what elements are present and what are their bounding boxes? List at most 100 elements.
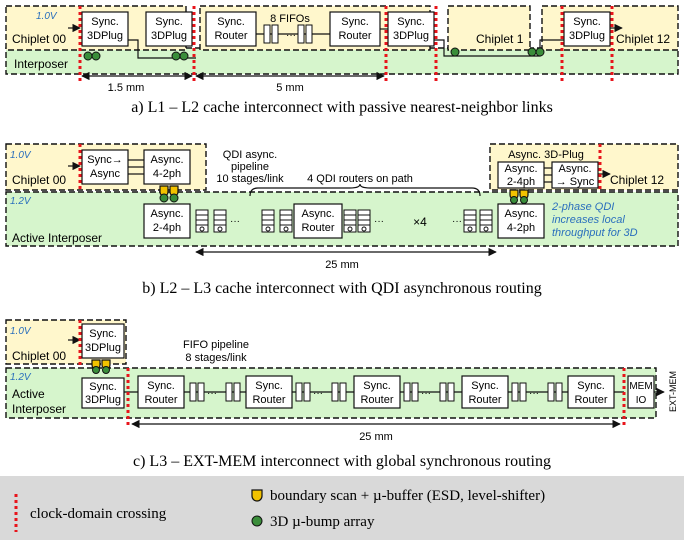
block-label: Async. bbox=[504, 208, 537, 220]
fifo-dots: ··· bbox=[529, 388, 539, 399]
sync-router-2-a bbox=[329, 11, 381, 47]
legend-clock-label: clock-domain crossing bbox=[30, 506, 167, 522]
fifo-label: FIFO pipeline bbox=[183, 339, 249, 351]
async-router-b bbox=[293, 203, 343, 239]
sync-async-b bbox=[81, 149, 129, 185]
caption-b: b) L2 – L3 cache interconnect with QDI a… bbox=[142, 280, 541, 297]
fifo-label: 8 stages/link bbox=[185, 352, 247, 364]
qdi-dots: ··· bbox=[374, 216, 384, 227]
voltage-int-c: 1.2V bbox=[10, 372, 32, 383]
bump bbox=[169, 193, 179, 203]
fifo-dots: ··· bbox=[207, 388, 217, 399]
dim-1-5mm: 1.5 mm bbox=[108, 82, 145, 94]
voltage-a: 1.0V bbox=[36, 11, 58, 22]
block-label: Sync. bbox=[147, 380, 175, 392]
bump bbox=[510, 196, 518, 204]
block-label: Sync. bbox=[397, 16, 425, 28]
async-2-4ph-b bbox=[143, 203, 191, 239]
bump bbox=[102, 366, 110, 374]
block-label: 3DPlug bbox=[87, 30, 123, 42]
qdi-dots: ··· bbox=[452, 216, 462, 227]
bump bbox=[83, 51, 93, 61]
block-label: 4-2ph bbox=[153, 168, 181, 180]
block-label: Sync. bbox=[471, 380, 499, 392]
block-label: 3DPlug bbox=[393, 30, 429, 42]
block-label: Sync. bbox=[217, 16, 245, 28]
legend-boundary-label: boundary scan + µ-buffer (ESD, level-shi… bbox=[270, 488, 545, 504]
routers-on-path: 4 QDI routers on path bbox=[307, 173, 413, 185]
qdi-label: QDI async. bbox=[223, 149, 277, 161]
block-label: Router bbox=[214, 30, 247, 42]
block-label: 3DPlug bbox=[569, 30, 605, 42]
chiplet-1-label-a: Chiplet 1 bbox=[476, 32, 524, 46]
block-label: 3DPlug bbox=[85, 342, 121, 354]
sync-3dplug-2-a bbox=[145, 11, 193, 47]
block-label: Router bbox=[144, 394, 177, 406]
block-label: Router bbox=[574, 394, 607, 406]
interposer-label: Interposer bbox=[12, 402, 66, 416]
block-label: → Sync bbox=[556, 176, 595, 188]
block-label: Sync. bbox=[155, 16, 183, 28]
boundary-scan-legend-icon bbox=[251, 489, 263, 502]
interposer-label-a: Interposer bbox=[14, 57, 68, 71]
note: increases local bbox=[552, 214, 625, 226]
block-label: Async. bbox=[150, 154, 183, 166]
legend-background bbox=[0, 476, 684, 540]
bump bbox=[179, 51, 189, 61]
block-label: Async. bbox=[150, 208, 183, 220]
panel-c: 1.0V Chiplet 00 1.2V Active Interposer S… bbox=[5, 319, 678, 470]
voltage-top-b: 1.0V bbox=[10, 150, 32, 161]
block-label: Router bbox=[252, 394, 285, 406]
sync-router-3-c bbox=[353, 375, 401, 409]
interposer-label-b: Active Interposer bbox=[12, 231, 102, 245]
bump bbox=[450, 47, 460, 57]
block-label: MEM bbox=[629, 381, 652, 392]
chiplet-12-label-a: Chiplet 12 bbox=[616, 32, 670, 46]
sync-3dplug-top-c bbox=[81, 323, 125, 359]
qdi-label: 10 stages/link bbox=[216, 173, 284, 185]
chiplet-00-label-b: Chiplet 00 bbox=[12, 173, 66, 187]
bump bbox=[527, 47, 537, 57]
async-to-sync-b bbox=[551, 161, 599, 189]
dim-25mm-c: 25 mm bbox=[359, 431, 393, 443]
block-label: Sync. bbox=[91, 16, 119, 28]
sync-router-1-a bbox=[205, 11, 257, 47]
dim-5mm: 5 mm bbox=[276, 82, 304, 94]
qdi-dots: ··· bbox=[230, 216, 240, 227]
sync-3dplug-bottom-c bbox=[81, 377, 125, 409]
block-label: Sync→ bbox=[87, 154, 122, 166]
block-label: 2-4ph bbox=[507, 176, 535, 188]
legend-bump-label: 3D µ-bump array bbox=[270, 514, 375, 530]
bump bbox=[159, 193, 169, 203]
sync-router-4-c bbox=[461, 375, 509, 409]
times-4: ×4 bbox=[413, 215, 427, 229]
bus-lines bbox=[544, 167, 552, 183]
block-label: Sync. bbox=[341, 16, 369, 28]
legend: clock-domain crossing boundary scan + µ-… bbox=[0, 476, 684, 540]
interposer-label: Active bbox=[12, 387, 45, 401]
panel-b: 1.2V Active Interposer 1.0V Chiplet 00 C… bbox=[5, 143, 679, 297]
chiplet-00-label-a: Chiplet 00 bbox=[12, 32, 66, 46]
async-2-4ph-top-b bbox=[497, 161, 545, 189]
bump-legend-icon bbox=[251, 515, 263, 527]
panel-a: Interposer 1.0V Chiplet 00 Chiplet 1 Chi… bbox=[5, 5, 679, 116]
block-label: Sync. bbox=[573, 16, 601, 28]
sync-3dplug-1-a bbox=[81, 11, 129, 47]
block-label: Sync. bbox=[89, 328, 117, 340]
block-label: Async. bbox=[301, 208, 334, 220]
fifos-label-a: 8 FIFOs bbox=[270, 13, 310, 25]
fifo-dots: ··· bbox=[313, 388, 323, 399]
dim-25mm-b: 25 mm bbox=[325, 259, 359, 271]
interposer-region-a bbox=[5, 47, 679, 75]
async-3d-plug-label: Async. 3D-Plug bbox=[508, 149, 584, 161]
block-label: Router bbox=[468, 394, 501, 406]
block-label: Async bbox=[90, 168, 120, 180]
ext-mem-label: EXT-MEM bbox=[668, 371, 678, 412]
voltage-top-c: 1.0V bbox=[10, 326, 32, 337]
bump bbox=[520, 196, 528, 204]
mem-io-c bbox=[627, 375, 655, 409]
block-label: IO bbox=[636, 395, 647, 406]
async-4-2ph-bottom-b bbox=[497, 203, 545, 239]
block-label: Async. bbox=[558, 163, 591, 175]
